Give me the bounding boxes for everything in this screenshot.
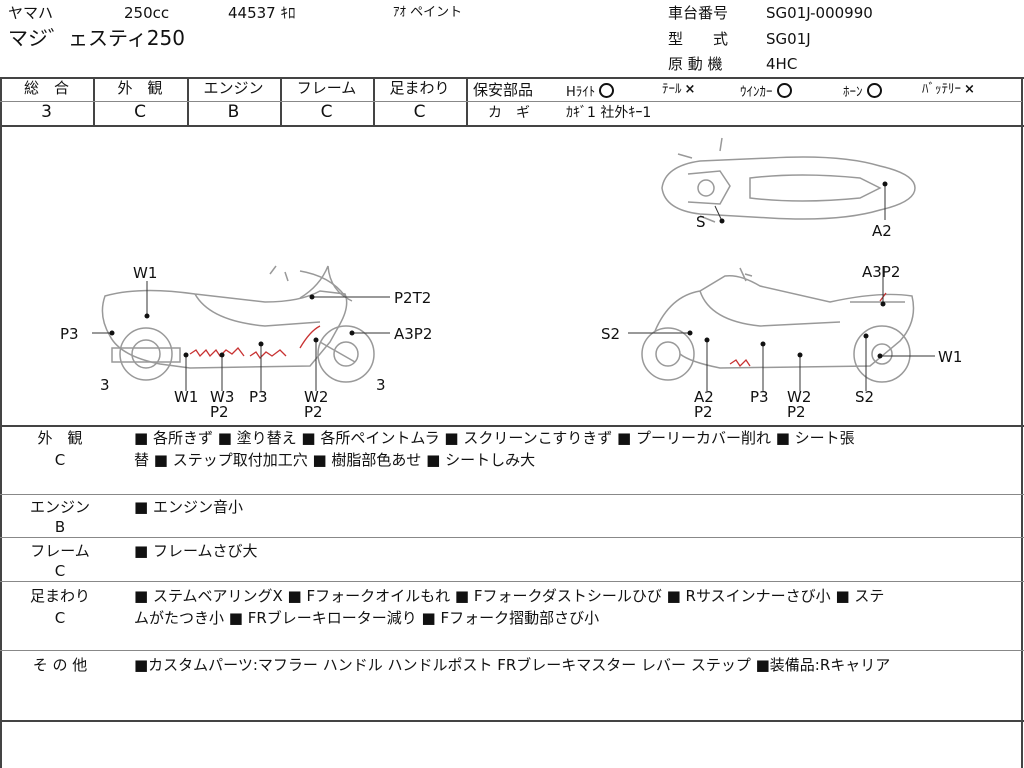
detail-label: 外 観 <box>37 429 83 447</box>
battery-label: ﾊﾞｯﾃﾘｰ <box>922 82 961 97</box>
frame-no-label: 車台番号 <box>668 4 729 22</box>
safety-label: 保安部品 <box>473 81 534 99</box>
safety-tail: ﾃｰﾙ× <box>662 83 695 96</box>
label-w1-top: W1 <box>133 264 157 282</box>
leader-dots <box>109 181 888 359</box>
label-p2-right-b: P2 <box>787 403 806 421</box>
displacement: 250cc <box>124 4 170 22</box>
frame-grade: C <box>320 102 333 122</box>
ok-circle-icon <box>776 83 792 98</box>
exterior-grade: C <box>134 102 146 122</box>
frame-grade-label: フレーム <box>296 79 357 97</box>
detail-grade: C <box>54 451 66 469</box>
detail-label: フレーム <box>30 542 90 560</box>
detail-label: 足まわり <box>29 587 90 605</box>
label-3-left: 3 <box>100 376 110 394</box>
label-w2: W2 <box>304 388 328 406</box>
detail-line: ■ フレームさび大 <box>134 542 258 560</box>
detail-grade: C <box>54 609 66 627</box>
key-value: ｶｷﾞ1 社外ｷｰ1 <box>566 105 652 121</box>
detail-label: エンジン <box>29 498 90 516</box>
divider <box>0 77 1024 79</box>
divider <box>0 537 1024 538</box>
detail-line: ■ ステムベアリングX ■ Fフォークオイルもれ ■ Fフォークダストシールひび… <box>134 587 885 605</box>
label-w3: W3 <box>210 388 234 406</box>
frame-no: SG01J-000990 <box>766 4 873 22</box>
safety-headlight: Hﾗｲﾄ <box>566 83 615 100</box>
divider <box>0 125 1024 127</box>
leader-lines <box>92 184 935 391</box>
engine-value: 4HC <box>766 55 798 73</box>
safety-battery: ﾊﾞｯﾃﾘｰ× <box>922 83 975 96</box>
border-left <box>0 77 2 768</box>
safety-horn: ﾎｰﾝ <box>843 83 882 99</box>
detail-line: ■ 各所きず ■ 塗り替え ■ 各所ペイントムラ ■ スクリーンこすりきず ■ … <box>134 429 855 447</box>
engine-grade-label: エンジン <box>203 79 264 97</box>
label-p3-right: P3 <box>750 388 769 406</box>
key-label: カ ギ <box>488 105 530 121</box>
label-p3-bottom: P3 <box>249 388 268 406</box>
overall-grade: 3 <box>41 102 52 122</box>
label-a2-top: A2 <box>872 222 892 240</box>
headlight-label: Hﾗｲﾄ <box>566 85 596 100</box>
label-p3-left: P3 <box>60 325 79 343</box>
label-p2-a: P2 <box>210 403 229 421</box>
label-a3p2-left: A3P2 <box>394 325 432 343</box>
divider <box>0 494 1024 495</box>
engine-grade: B <box>227 102 240 122</box>
scooter-side-left <box>101 265 375 383</box>
winker-label: ｳｲﾝｶｰ <box>740 85 773 100</box>
label-w1-bottom: W1 <box>174 388 198 406</box>
damage-marks <box>189 292 887 368</box>
border-right <box>1021 77 1023 768</box>
safety-winker: ｳｲﾝｶｰ <box>740 83 792 99</box>
ng-cross-icon: × <box>964 82 975 97</box>
detail-line: ■カスタムパーツ:マフラー ハンドル ハンドルポスト FRブレーキマスター レバ… <box>134 656 891 674</box>
divider <box>0 650 1024 651</box>
detail-label: そ の 他 <box>32 656 88 674</box>
maker: ヤマハ <box>8 4 54 22</box>
exterior-label: 外 観 <box>117 79 163 97</box>
scooter-top-view <box>661 137 916 223</box>
divider <box>0 720 1024 722</box>
label-p2-b: P2 <box>304 403 323 421</box>
divider <box>0 425 1024 427</box>
suspension-grade-label: 足まわり <box>389 79 450 97</box>
ok-circle-icon <box>599 83 615 98</box>
label-p2-right-a: P2 <box>694 403 713 421</box>
type-value: SG01J <box>766 30 811 48</box>
type-label: 型 式 <box>668 30 729 48</box>
horn-label: ﾎｰﾝ <box>843 85 863 100</box>
damage-diagram: W1 P2T2 P3 A3P2 3 3 W1 W3 P2 P3 W2 P2 S … <box>60 137 962 421</box>
label-p2t2: P2T2 <box>394 289 431 307</box>
scooter-side-right <box>641 267 915 383</box>
color: ｱｵ ペイント <box>393 5 463 20</box>
tail-label: ﾃｰﾙ <box>662 82 682 97</box>
divider <box>466 101 1022 102</box>
ng-cross-icon: × <box>684 82 696 97</box>
label-3-right: 3 <box>376 376 386 394</box>
suspension-grade: C <box>413 102 426 122</box>
label-w1-right: W1 <box>938 348 962 366</box>
overall-label: 総 合 <box>23 79 69 97</box>
divider <box>0 101 466 102</box>
label-s2-bottom: S2 <box>855 388 874 406</box>
model-name: マジ゛ェスティ250 <box>8 26 185 50</box>
detail-line: ■ エンジン音小 <box>134 498 243 516</box>
divider <box>0 581 1024 582</box>
label-w2-right: W2 <box>787 388 811 406</box>
label-a2-right: A2 <box>694 388 714 406</box>
detail-line: 替 ■ ステップ取付加工穴 ■ 樹脂部色あせ ■ シートしみ大 <box>134 451 536 469</box>
label-a3p2-right: A3P2 <box>862 263 900 281</box>
detail-grade: B <box>54 518 66 536</box>
label-s2-left: S2 <box>601 325 620 343</box>
engine-label: 原 動 機 <box>668 55 723 73</box>
detail-line: ムがたつき小 ■ FRブレーキローター減り ■ Fフォーク摺動部さび小 <box>134 609 600 627</box>
detail-grade: C <box>54 562 66 580</box>
mileage: 44537 ｷﾛ <box>228 4 296 22</box>
label-s-top: S <box>696 213 706 231</box>
ok-circle-icon <box>866 83 882 98</box>
